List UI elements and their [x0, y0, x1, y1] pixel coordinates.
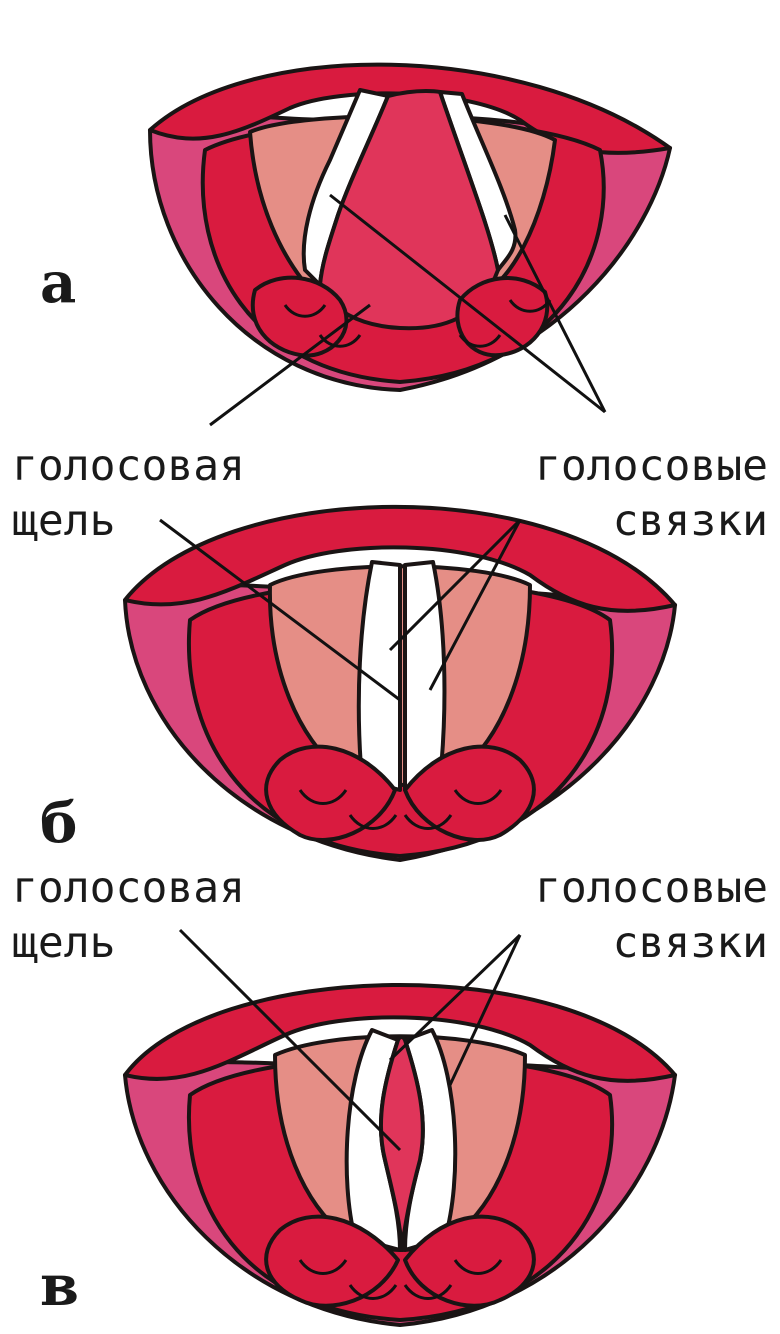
figure-a-letter: а [40, 250, 76, 316]
figure-b-left-cord [359, 562, 400, 790]
label-cords-2-line1: голосовые [535, 863, 768, 913]
figure-a: а [40, 65, 670, 390]
label-glottis-1-line2: щель [12, 496, 116, 546]
label-glottis-2-line1: голосовая [12, 863, 245, 913]
label-glottis-1-line1: голосовая [12, 441, 245, 491]
label-cords-1-line1: голосовые [535, 441, 768, 491]
figure-c-letter: в [40, 1253, 79, 1319]
label-cords-2-line2: связки [613, 918, 768, 968]
figure-b: б [40, 507, 675, 860]
label-cords-1-line2: связки [613, 496, 768, 546]
figure-b-letter: б [40, 790, 77, 856]
figure-c: в [40, 985, 675, 1325]
label-glottis-2-line2: щель [12, 918, 116, 968]
